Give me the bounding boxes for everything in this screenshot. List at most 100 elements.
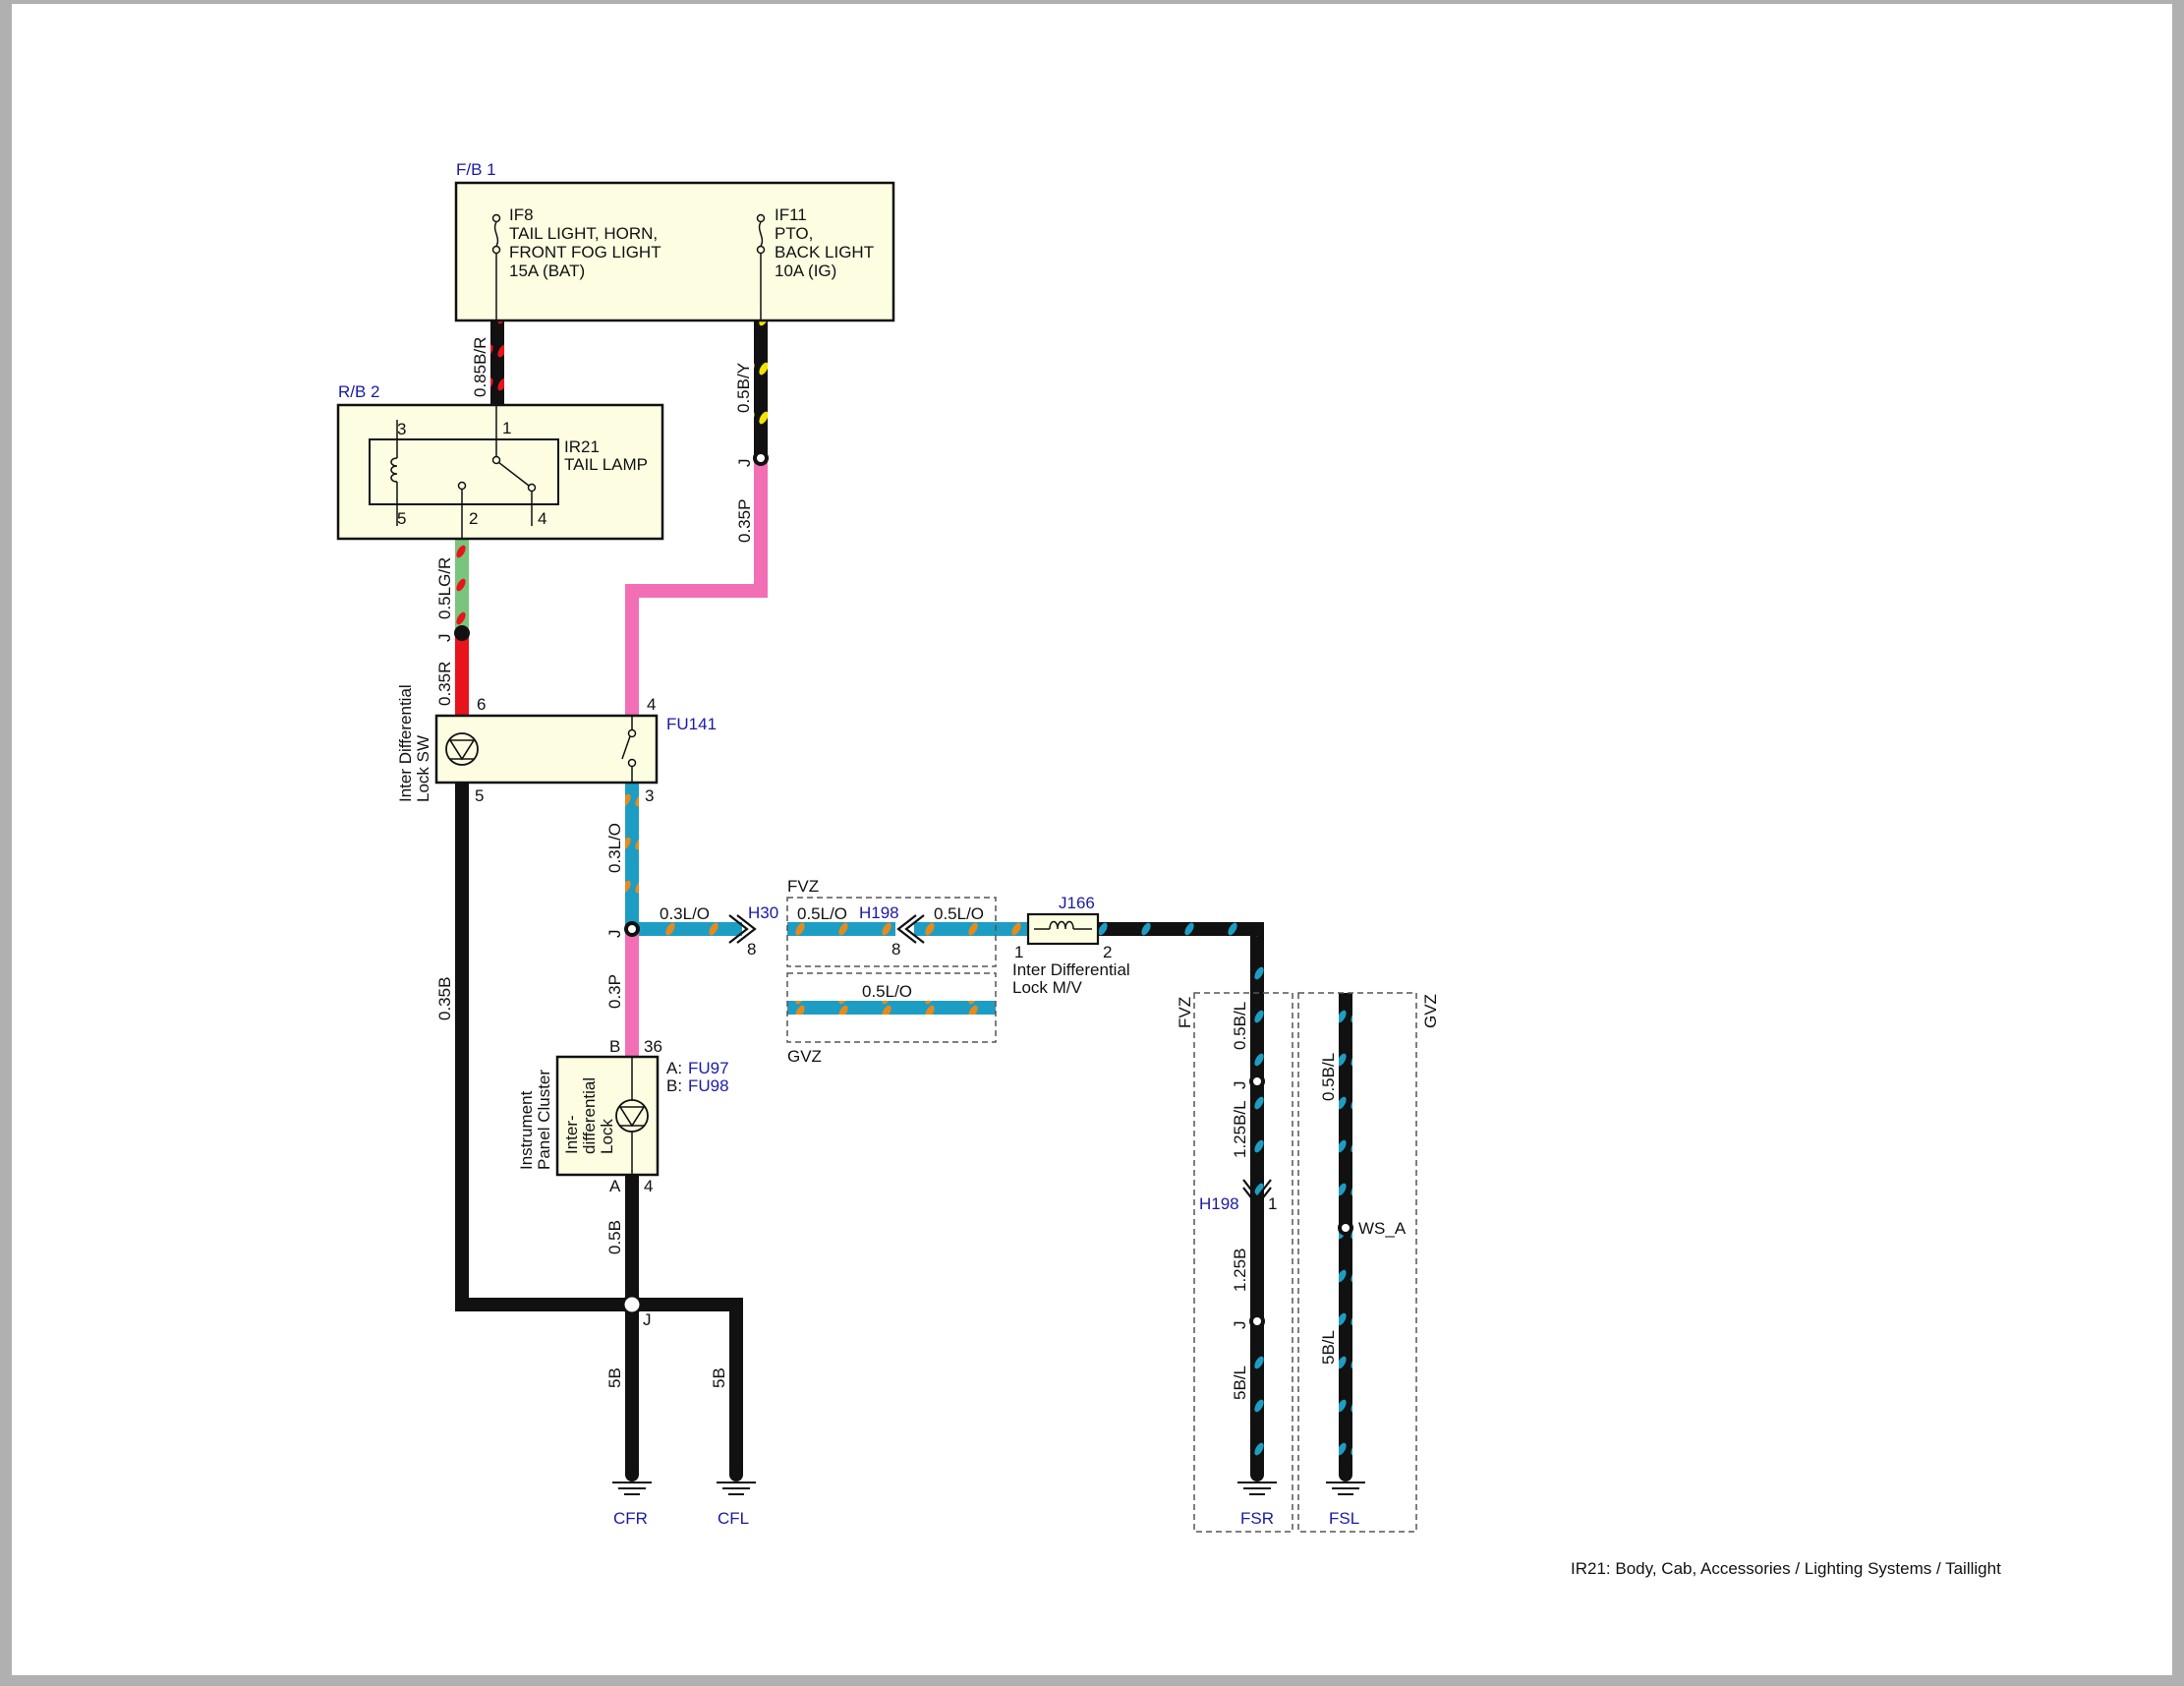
cluster-lamp-line1: Inter- [562, 1115, 581, 1154]
switch-name-line1: Inter Differential [396, 684, 415, 802]
wire-label-05lo-c: 0.5L/O [862, 982, 912, 1001]
connector-h198-pin: 8 [891, 940, 900, 959]
ground-icon-fsr [1237, 1468, 1277, 1495]
wire-label-125bl: 1.25B/L [1231, 1100, 1249, 1158]
cluster-refA: FU97 [688, 1059, 729, 1077]
relay-id: IR21 [564, 437, 600, 456]
cluster-name-line2: Panel Cluster [535, 1070, 553, 1170]
valve-ref: J166 [1059, 894, 1095, 912]
wire-label-05by: 0.5B/Y [734, 363, 753, 413]
switch-name-line2: Lock SW [414, 735, 432, 802]
wire-label-05bl-2: 0.5B/L [1319, 1053, 1338, 1101]
relay-inner-frame [369, 438, 559, 505]
wire-label-035p: 0.35P [735, 499, 754, 543]
cluster-refB: FU98 [688, 1076, 729, 1095]
connector-h198-icon [896, 914, 925, 944]
zone-fvz-side-label: FVZ [1176, 997, 1194, 1028]
fuse-if8-line2: FRONT FOG LIGHT [509, 243, 661, 262]
junction-label-5: J [1231, 1081, 1249, 1090]
wire-035p [625, 458, 768, 716]
cluster-pin36: 36 [644, 1037, 662, 1056]
diff-lock-switch [434, 714, 659, 785]
connector-h30: H30 [748, 903, 778, 922]
ground-fsl: FSL [1329, 1509, 1359, 1528]
connector-h198-low-pin: 1 [1268, 1194, 1277, 1213]
fuse-box [454, 181, 895, 322]
ground-icon-cfr [612, 1468, 652, 1495]
wire-label-05b: 0.5B [605, 1220, 624, 1254]
junction-label-1: J [735, 459, 754, 468]
valve-coil-icon [1034, 920, 1092, 930]
switch-pin6: 6 [477, 695, 486, 714]
fuse-if11-line1: PTO, [775, 224, 813, 243]
switch-pin5: 5 [475, 786, 484, 805]
ground-cfr: CFR [613, 1509, 648, 1528]
cluster-lamp-line3: Lock [598, 1119, 616, 1154]
zone-gvz-side [1297, 992, 1417, 1533]
wire-05lo-a-stripe [787, 922, 895, 936]
switch-contact-icon [621, 716, 637, 783]
cluster-pinB: B [609, 1037, 620, 1056]
cluster-pin4: 4 [644, 1177, 653, 1195]
wire-03p [625, 929, 639, 1057]
relay-pin1: 1 [502, 419, 511, 437]
valve-pin1: 1 [1014, 943, 1023, 961]
wire-03lo-v-stripe [625, 783, 639, 930]
relay-coil-icon [390, 420, 398, 526]
fuse-icon-if8 [491, 213, 501, 320]
fuse-if11-id: IF11 [775, 205, 807, 224]
fuse-if11-line3: 10A (IG) [775, 262, 836, 280]
cluster-refB-prefix: B: [666, 1076, 682, 1095]
wire-label-085br: 0.85B/R [471, 337, 489, 397]
junction-label-ws: WS_A [1358, 1219, 1407, 1238]
ground-icon-cfl [717, 1468, 756, 1495]
connector-h30-icon [728, 914, 757, 944]
cluster-name-line1: Instrument [517, 1090, 536, 1170]
wire-125b [1250, 1197, 1264, 1321]
wire-085br-stripe [490, 320, 504, 405]
wire-05lo-c-stripe [787, 1001, 996, 1015]
zone-fvz-top-label: FVZ [787, 877, 819, 896]
junction-dot-5 [1249, 1074, 1265, 1089]
switch-pin3: 3 [645, 786, 654, 805]
relay-switch-icon [457, 405, 537, 539]
wire-05lgr-stripe [455, 539, 469, 633]
relay-name: TAIL LAMP [564, 455, 648, 474]
junction-label-4: J [643, 1310, 652, 1329]
wire-05b [625, 1175, 639, 1305]
junction-dot-ws [1338, 1220, 1353, 1236]
switch-pin4: 4 [647, 695, 656, 714]
zone-fvz-top [786, 897, 997, 967]
fuse-icon-if11 [756, 213, 766, 320]
wire-label-5bl-1: 5B/L [1231, 1366, 1249, 1400]
wire-label-05lgr: 0.5LG/R [435, 557, 454, 619]
connector-h30-pin: 8 [747, 940, 756, 959]
page-background [12, 4, 2172, 1675]
zone-gvz-bottom [786, 972, 997, 1043]
cluster-lamp-icon [615, 1099, 649, 1133]
junction-dot-6 [1249, 1313, 1265, 1329]
wire-05by-stripe [754, 320, 768, 458]
valve-name-line2: Lock M/V [1012, 978, 1083, 997]
wire-label-03p: 0.3P [605, 974, 624, 1009]
cluster-lamp-line2: differential [580, 1077, 599, 1154]
relay-box-label: R/B 2 [338, 382, 380, 401]
wire-label-05lo-a: 0.5L/O [797, 904, 847, 923]
relay-pin2: 2 [469, 509, 478, 528]
wire-03lo-h-stripe [632, 922, 742, 936]
connector-h198: H198 [859, 903, 899, 922]
wire-5b-1 [625, 1305, 639, 1475]
relay-pin4: 4 [538, 509, 546, 528]
cluster-refA-prefix: A: [666, 1059, 682, 1077]
wire-label-05lo-b: 0.5L/O [934, 904, 984, 923]
wire-label-03lo-v: 0.3L/O [605, 823, 624, 873]
fuse-if8-line1: TAIL LIGHT, HORN, [509, 224, 658, 243]
connector-h198-low-icon [1242, 1179, 1272, 1207]
wire-5bl-1-stripe [1250, 1321, 1264, 1475]
ground-icon-fsl [1326, 1468, 1365, 1495]
valve-name-line1: Inter Differential [1012, 960, 1130, 979]
junction-label-3: J [605, 930, 624, 939]
wire-label-035b: 0.35B [435, 977, 454, 1020]
